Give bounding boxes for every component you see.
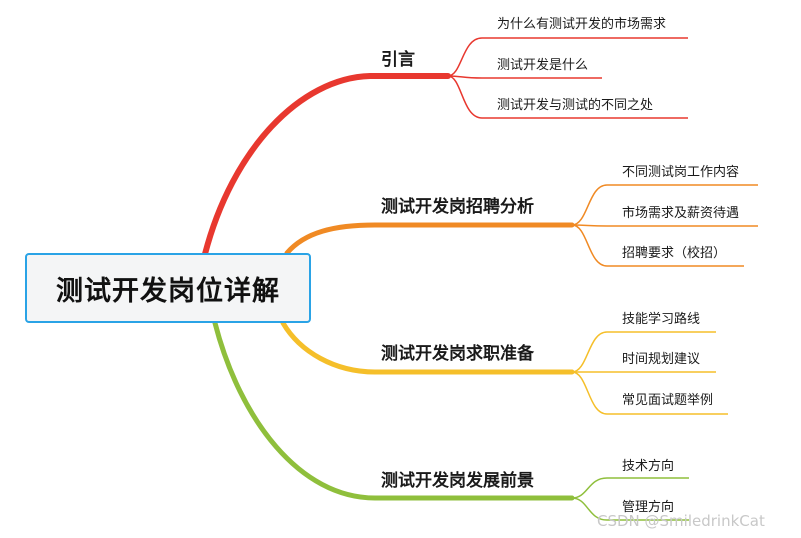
leaf-connector — [571, 184, 758, 226]
branch-connector-intro — [202, 73, 451, 257]
root-title: 测试开发岗位详解 — [56, 275, 280, 307]
leaf-connector — [571, 497, 689, 521]
leaf-connector — [571, 477, 689, 499]
branch-label-future[interactable]: 测试开发岗发展前景 — [381, 471, 534, 491]
leaf-connector — [571, 224, 758, 227]
branch-connector-recruit — [284, 222, 575, 256]
leaf-label[interactable]: 市场需求及薪资待遇 — [622, 206, 740, 221]
leaf-connector — [571, 224, 744, 267]
leaf-label[interactable]: 为什么有测试开发的市场需求 — [497, 17, 667, 32]
root-node[interactable]: 测试开发岗位详解 — [25, 253, 311, 323]
leaf-label[interactable]: 测试开发与测试的不同之处 — [497, 98, 654, 113]
leaf-connector — [447, 75, 688, 119]
leaf-label[interactable]: 不同测试岗工作内容 — [622, 165, 740, 180]
leaf-connector — [571, 371, 728, 415]
leaf-connector — [447, 37, 688, 77]
branch-connector-future — [212, 320, 575, 501]
leaf-connector — [447, 75, 602, 79]
branch-label-recruit[interactable]: 测试开发岗招聘分析 — [381, 197, 534, 217]
branch-label-prep[interactable]: 测试开发岗求职准备 — [381, 344, 534, 364]
leaf-label[interactable]: 常见面试题举例 — [622, 393, 714, 408]
leaf-connector — [571, 331, 716, 373]
leaf-label[interactable]: 技能学习路线 — [622, 312, 701, 327]
leaf-label[interactable]: 管理方向 — [622, 500, 675, 515]
branch-label-intro[interactable]: 引言 — [381, 50, 415, 70]
branch-connector-prep — [280, 320, 575, 375]
leaf-label[interactable]: 测试开发是什么 — [497, 58, 589, 73]
leaf-label[interactable]: 招聘要求（校招） — [622, 246, 727, 261]
watermark: CSDN @SmiledrinkCat — [597, 512, 765, 530]
leaf-label[interactable]: 技术方向 — [622, 459, 675, 474]
leaf-label[interactable]: 时间规划建议 — [622, 352, 701, 367]
